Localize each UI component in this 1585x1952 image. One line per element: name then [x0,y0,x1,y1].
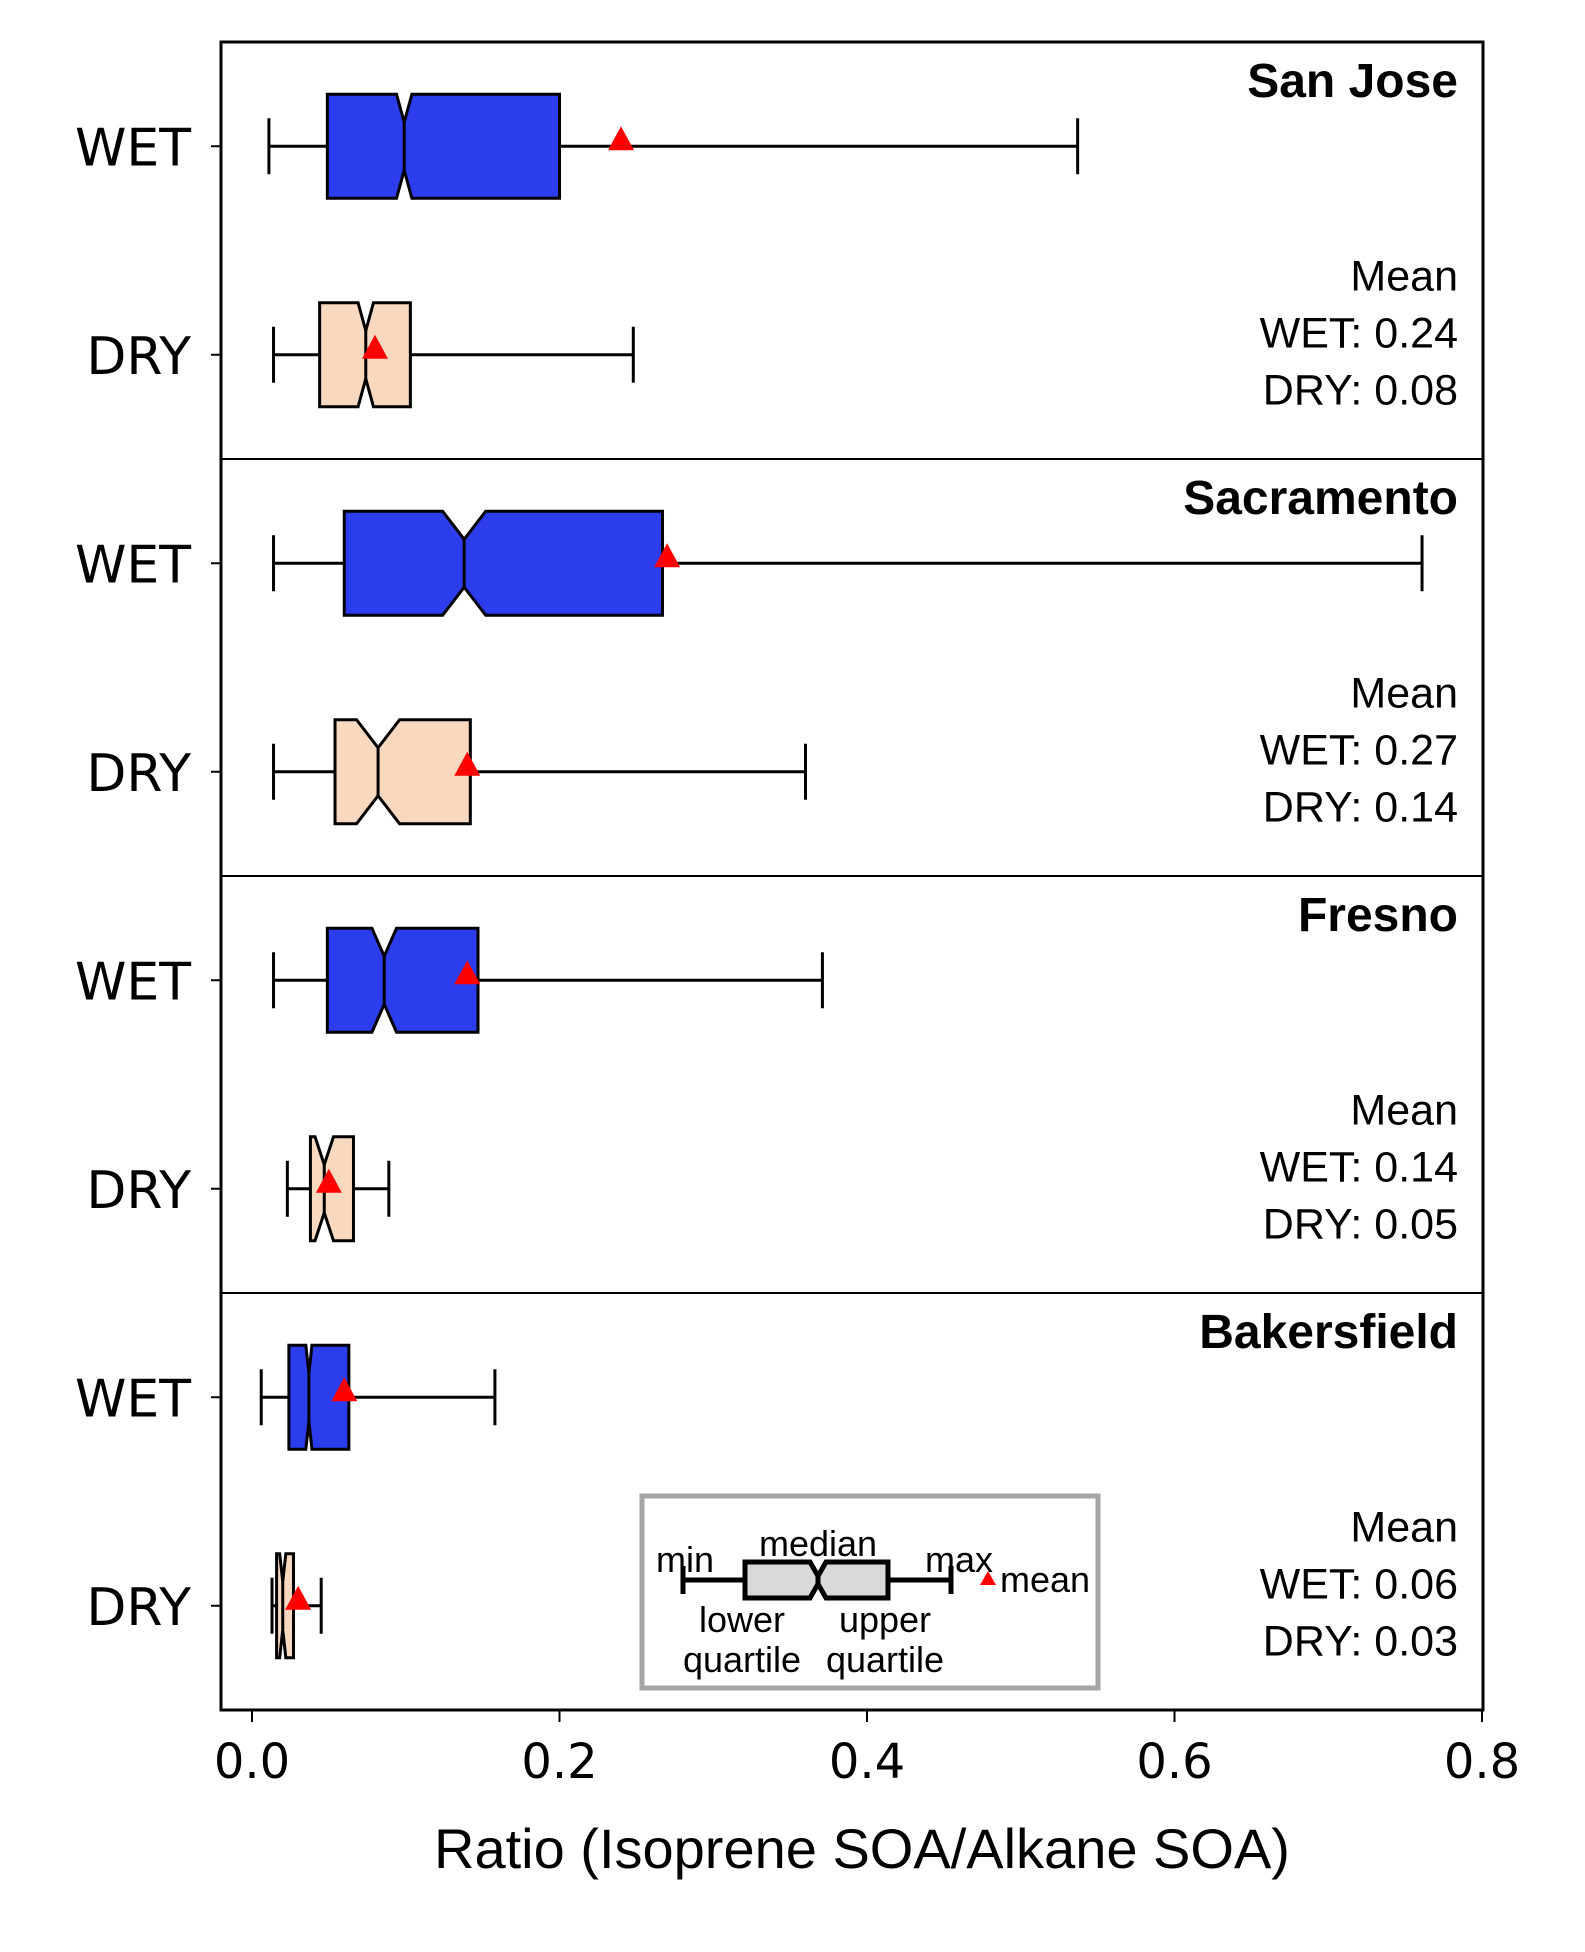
mean-value-dry: DRY: 0.14 [1263,784,1458,832]
y-tick-label: WET [75,1369,191,1429]
mean-marker [285,1585,312,1610]
mean-value-wet: WET: 0.27 [1260,727,1458,775]
mean-header: Mean [1350,1087,1458,1135]
box-wet: WET [75,509,1424,617]
y-tick-label: WET [75,118,191,178]
mean-marker [315,1168,342,1193]
panel-title: Sacramento [1183,472,1458,525]
mean-header: Mean [1350,670,1458,718]
y-tick-label: DRY [86,1578,191,1638]
mean-marker [454,960,481,985]
mean-marker [331,1377,358,1402]
box-body [333,718,472,826]
legend-mean-marker [980,1571,996,1585]
legend-min-label: min [656,1539,714,1580]
box-body [325,92,561,200]
x-tick-label: 0.4 [829,1734,905,1790]
mean-header: Mean [1350,253,1458,301]
box-body [287,1343,351,1451]
mean-marker [654,543,681,568]
box-body [342,509,665,617]
legend-box: min median max mean lower quartile upper… [639,1493,1101,1691]
legend-median-label: median [759,1523,877,1564]
legend-lower-quartile-label: quartile [683,1639,801,1680]
panel-title: Fresno [1298,889,1458,942]
box-wet: WET [75,1343,497,1451]
panel-title: Bakersfield [1199,1306,1458,1359]
mean-value-dry: DRY: 0.03 [1263,1618,1458,1666]
mean-value-wet: WET: 0.06 [1260,1561,1458,1609]
x-tick-label: 0.8 [1444,1734,1520,1790]
y-tick-label: DRY [86,1161,191,1221]
mean-value-wet: WET: 0.14 [1260,1144,1458,1192]
legend-mean-label: mean [1000,1559,1090,1600]
legend-max-label: max [925,1539,993,1580]
mean-value-dry: DRY: 0.08 [1263,367,1458,415]
legend-upper-label: upper [839,1599,931,1640]
box-dry: DRY [86,1135,391,1243]
box-wet: WET [75,926,824,1034]
box-body [275,1552,296,1660]
y-tick-label: DRY [86,327,191,387]
mean-value-dry: DRY: 0.05 [1263,1201,1458,1249]
x-tick-label: 0.0 [214,1734,290,1790]
box-wet: WET [75,92,1080,200]
y-tick-label: DRY [86,744,191,804]
box-dry: DRY [86,301,635,409]
x-axis: 0.0 0.2 0.4 0.6 0.8 [214,1710,1520,1790]
y-tick-label: WET [75,952,191,1012]
mean-header: Mean [1350,1504,1458,1552]
legend-box-shape [742,1559,891,1601]
mean-marker [454,751,481,776]
x-tick-label: 0.2 [521,1734,597,1790]
mean-marker [362,334,388,359]
x-tick-label: 0.6 [1136,1734,1212,1790]
x-axis-label: Ratio (Isoprene SOA/Alkane SOA) [434,1817,1290,1880]
mean-value-wet: WET: 0.24 [1260,310,1458,358]
axes-border [219,40,1485,1712]
panel-title: San Jose [1247,55,1458,108]
legend-upper-quartile-label: quartile [826,1639,944,1680]
legend-lower-label: lower [699,1599,785,1640]
plot-frame [219,40,1485,1712]
mean-marker [608,126,634,151]
box-dry: DRY [86,1552,323,1660]
box-dry: DRY [86,718,807,826]
box-body [325,926,480,1034]
y-tick-label: WET [75,535,191,595]
